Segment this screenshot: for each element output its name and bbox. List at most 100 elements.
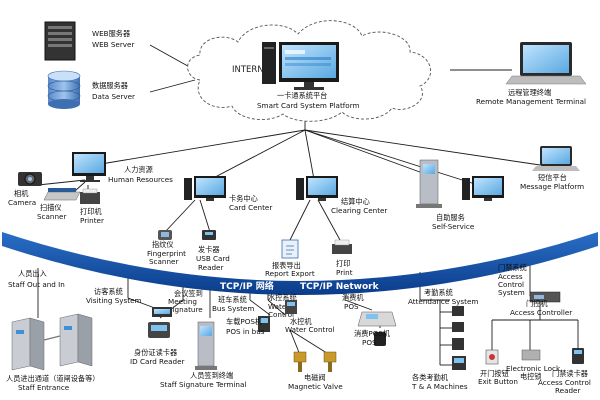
staff-sig-cn: 人员签到终端 [190, 371, 233, 380]
id-reader-cn: 身份证读卡器 [134, 348, 177, 357]
web-server-en: WEB Server [92, 40, 134, 49]
pos-label: 消费机 POS [342, 293, 364, 311]
staff-out-in-label: 人员出入 Staff Out and In [8, 269, 65, 289]
clearing-cn: 结算中心 [341, 197, 370, 206]
electronic-lock-cn: 电控锁 [520, 372, 542, 381]
access-controller-cn: 门控机 [526, 299, 548, 308]
access-reader-device: 门禁读卡器 Access Control Reader [538, 348, 591, 395]
visiting-system-label: 访客系统 Visiting System [86, 287, 142, 305]
magnetic-valve-cn: 电磁阀 [304, 373, 326, 382]
message-en: Message Platform [520, 182, 584, 191]
bus-pos-cn: 车载POS机 [226, 317, 263, 326]
card-center-en: Card Center [229, 203, 272, 212]
attendance-en: Attendance System [408, 297, 478, 306]
remote-cn: 远程管理终端 [508, 88, 551, 97]
hr-printer-device: 打印机 Printer [80, 188, 104, 225]
magnetic-valve-en: Magnetic Valve [288, 382, 343, 391]
platform-workstation: 一卡通系统平台 Smart Card System Platform [257, 42, 360, 110]
bus-pos-device: 车载POS机 POS in bus [226, 316, 270, 336]
water-ctrl-device-cn: 水控机 [290, 317, 312, 326]
fingerprint-scanner: 指纹仪 Fingerprint Scanner [147, 230, 186, 266]
ta-machines-devices: 各类考勤机 T & A Machines [411, 306, 468, 391]
staff-sig-en: Staff Signature Terminal [160, 380, 246, 389]
scanner-cn: 扫描仪 [40, 203, 62, 212]
id-reader-en: ID Card Reader [130, 357, 185, 366]
electronic-lock-en: Electronic Lock [506, 364, 561, 373]
exit-button-en: Exit Button [478, 377, 518, 386]
card-center-workstation: 卡务中心 Card Center [184, 176, 272, 212]
data-server-en: Data Server [92, 92, 135, 101]
print-printer-icon: 打印 Print [332, 239, 353, 277]
web-server-cn: WEB服务器 [92, 29, 130, 38]
water-ctrl-device-en: Water Control [285, 325, 335, 334]
ta-machines-cn: 各类考勤机 [412, 373, 449, 382]
self-service-en: Self-Service [432, 222, 475, 231]
report-export-en: Report Export [265, 269, 315, 278]
tcp-ip-network-band: TCP/IP 网络 TCP/IP Network [2, 232, 598, 295]
usb-reader-cn: 发卡器 [198, 245, 220, 254]
usb-reader-en2: Reader [198, 263, 223, 272]
staff-entrance-gates: 人员进出通道（道闸设备等） Staff Entrance [6, 313, 99, 392]
print-cn: 打印 [336, 259, 350, 268]
id-card-reader-device: 身份证读卡器 ID Card Reader [130, 322, 185, 366]
usb-card-reader: 发卡器 USB Card Reader [196, 230, 230, 272]
camera-device: 相机 Camera [8, 172, 42, 207]
water-control-en1: Water [268, 302, 289, 311]
water-control-device: 水控机 Water Control [285, 300, 335, 334]
magnetic-valve-device: 电磁阀 Magnetic Valve [288, 351, 343, 391]
data-server-cn: 数据服务器 [92, 81, 128, 90]
printer-hr-en: Printer [80, 216, 104, 225]
exit-button-cn: 开门按钮 [480, 369, 509, 378]
network-label-en: TCP/IP Network [300, 282, 380, 292]
electronic-lock-device: Electronic Lock 电控锁 [506, 349, 561, 381]
hr-en: Human Resources [108, 175, 173, 184]
scanner-device: 扫描仪 Scanner [37, 188, 81, 221]
staff-signature-terminal-device: 人员签到终端 Staff Signature Terminal [160, 321, 246, 389]
network-label-cn: TCP/IP 网络 [220, 280, 274, 292]
platform-en: Smart Card System Platform [257, 101, 360, 110]
staff-entrance-en: Staff Entrance [18, 383, 70, 392]
staff-entrance-cn: 人员进出通道（道闸设备等） [6, 374, 99, 383]
fingerprint-en1: Fingerprint [147, 249, 186, 258]
scanner-en: Scanner [37, 212, 66, 221]
ta-machines-en: T & A Machines [411, 382, 468, 391]
attendance-system-label: 考勤系统 Attendance System [408, 288, 478, 306]
bus-system-cn: 班车系统 [218, 295, 247, 304]
meeting-cn: 会议签到 [174, 289, 203, 298]
internet-label: INTERNET [232, 65, 275, 75]
access-system-en1: Access [498, 272, 523, 281]
remote-en: Remote Management Terminal [476, 97, 586, 106]
access-controller-device: 门控机 Access Controller [510, 291, 572, 317]
print-en: Print [336, 268, 353, 277]
water-control-label: 水控系统 Water Control [268, 293, 297, 319]
bus-pos-en: POS in bus [226, 327, 265, 336]
fingerprint-cn: 指纹仪 [152, 240, 174, 249]
fingerprint-en2: Scanner [149, 257, 178, 266]
card-center-cn: 卡务中心 [229, 194, 258, 203]
attendance-cn: 考勤系统 [424, 288, 453, 297]
message-cn: 短信平台 [538, 173, 567, 182]
access-system-en2: Control [498, 280, 524, 289]
access-system-en3: System [498, 288, 525, 297]
printer-hr-cn: 打印机 [80, 207, 102, 216]
staff-out-cn: 人员出入 [18, 269, 47, 278]
connection-lines [37, 44, 579, 366]
self-service-cn: 自助服务 [436, 213, 465, 222]
self-service-kiosk: 自助服务 Self-Service [416, 159, 475, 231]
remote-laptop: 远程管理终端 Remote Management Terminal [476, 42, 587, 106]
hr-cn: 人力资源 [124, 165, 153, 174]
camera-en: Camera [8, 198, 36, 207]
visiting-en: Visiting System [86, 296, 142, 305]
camera-cn: 相机 [14, 189, 29, 198]
water-control-en2: Control [268, 310, 294, 319]
pos-machine-device: 消费POS机 POS [354, 311, 397, 347]
clearing-center-workstation: 结算中心 Clearing Center [296, 176, 387, 215]
bus-system-en: Bus System [212, 304, 254, 313]
access-controller-en: Access Controller [510, 308, 572, 317]
access-reader-cn: 门禁读卡器 [552, 369, 588, 378]
meeting-en2: Signature [168, 305, 203, 314]
platform-cn: 一卡通系统平台 [277, 91, 327, 100]
message-platform-laptop: 短信平台 Message Platform [520, 146, 584, 191]
data-server: 数据服务器 Data Server [47, 70, 135, 109]
